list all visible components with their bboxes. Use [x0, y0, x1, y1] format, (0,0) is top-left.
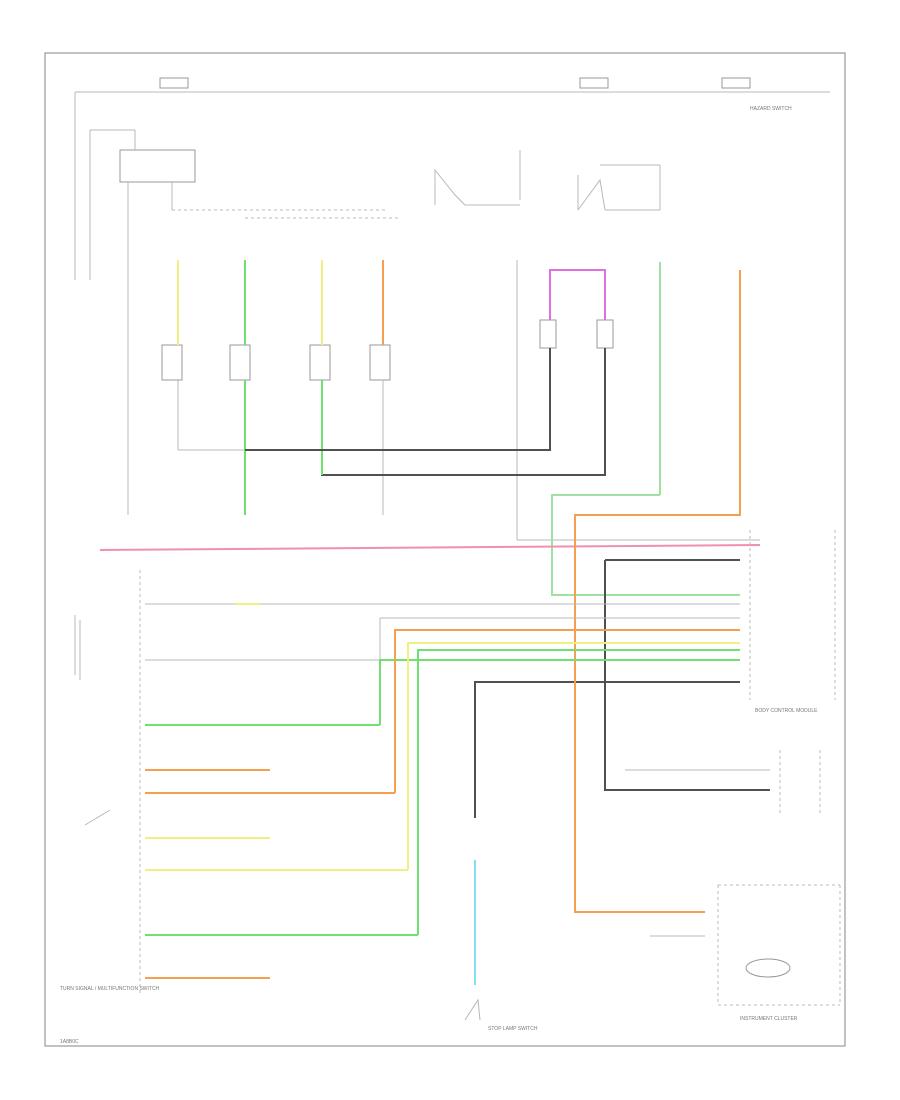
top-switches [245, 150, 661, 219]
fuse-top-left [159, 77, 189, 89]
lamp-2 [229, 344, 251, 381]
fuse-top-middle [579, 77, 609, 89]
body-control-module-label: BODY CONTROL MODULE [755, 708, 818, 714]
right-modules [625, 750, 841, 1006]
front-lamps [161, 260, 391, 515]
orange-wire-right [574, 270, 741, 913]
pink-wire [99, 544, 761, 551]
cluster-wires [145, 603, 740, 979]
body-control-module [749, 530, 836, 700]
lamp-1 [161, 344, 183, 381]
brake-switch [464, 860, 481, 1021]
turn-signal-label: TURN SIGNAL / MULTIFUNCTION SWITCH [60, 986, 160, 992]
top-power-bus [74, 77, 830, 280]
hazard-relay [89, 129, 385, 515]
footer-code: 1A8B0C [60, 1039, 79, 1045]
lamp-6 [596, 319, 614, 349]
diagram-frame [44, 52, 846, 1047]
instrument-cluster-label: INSTRUMENT CLUSTER [740, 1016, 798, 1022]
ground-wires [245, 348, 770, 818]
fuse-top-right [721, 77, 751, 89]
lamp-4 [369, 344, 391, 381]
lamp-5 [539, 319, 557, 349]
instrument-cluster [74, 570, 141, 995]
hazard-switch-label: HAZARD SWITCH [750, 106, 792, 112]
lamp-3 [309, 344, 331, 381]
brake-switch-label: STOP LAMP SWITCH [488, 1026, 538, 1032]
rear-lamps [516, 260, 760, 596]
